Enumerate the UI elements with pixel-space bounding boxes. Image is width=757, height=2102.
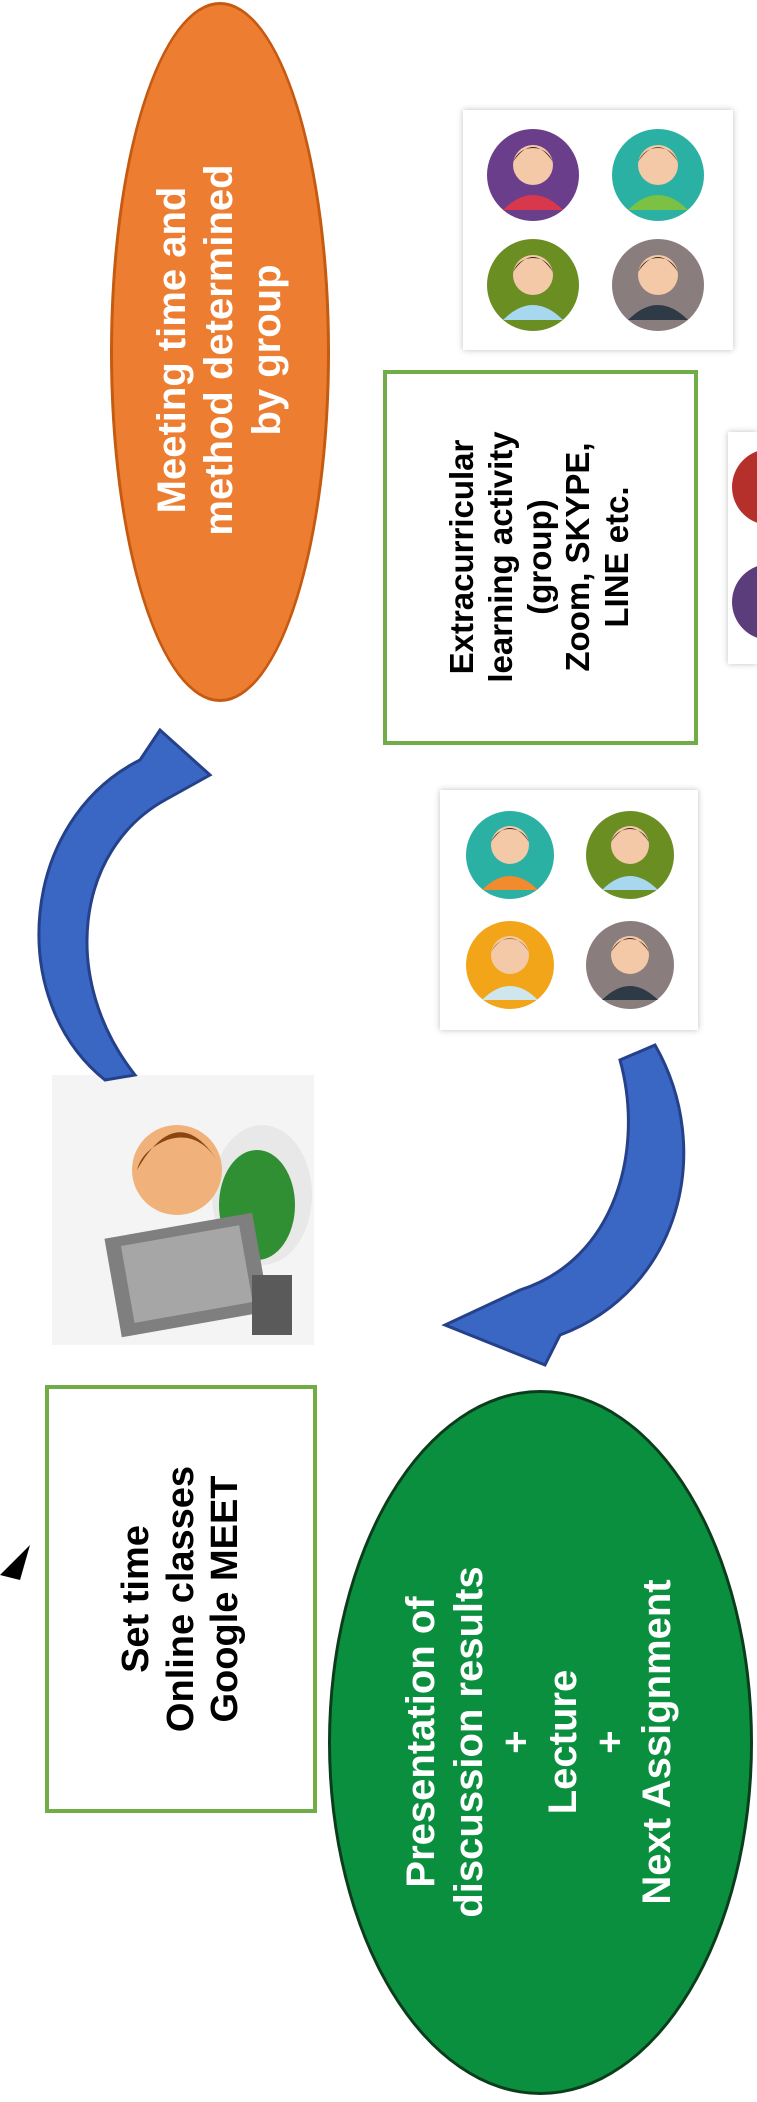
arrow-to-meeting — [37, 727, 213, 1082]
partial-mark — [0, 1545, 30, 1580]
set-time-box — [45, 1385, 317, 1813]
teacher-computer-card — [52, 1075, 314, 1345]
group-avatars-icon — [487, 129, 704, 331]
presentation-ellipse — [328, 1390, 753, 2095]
extracurricular-box — [383, 370, 698, 745]
partial-avatars-icon — [732, 451, 757, 638]
group-avatars-card-partial — [728, 432, 757, 664]
teacher-at-computer-icon — [52, 1075, 314, 1345]
meeting-time-ellipse — [110, 2, 330, 702]
group-avatars-icon-2 — [466, 811, 674, 1009]
arrow-to-presentation — [441, 1043, 686, 1367]
group-avatars-card-middle — [440, 790, 698, 1030]
group-avatars-card-top — [463, 110, 733, 350]
